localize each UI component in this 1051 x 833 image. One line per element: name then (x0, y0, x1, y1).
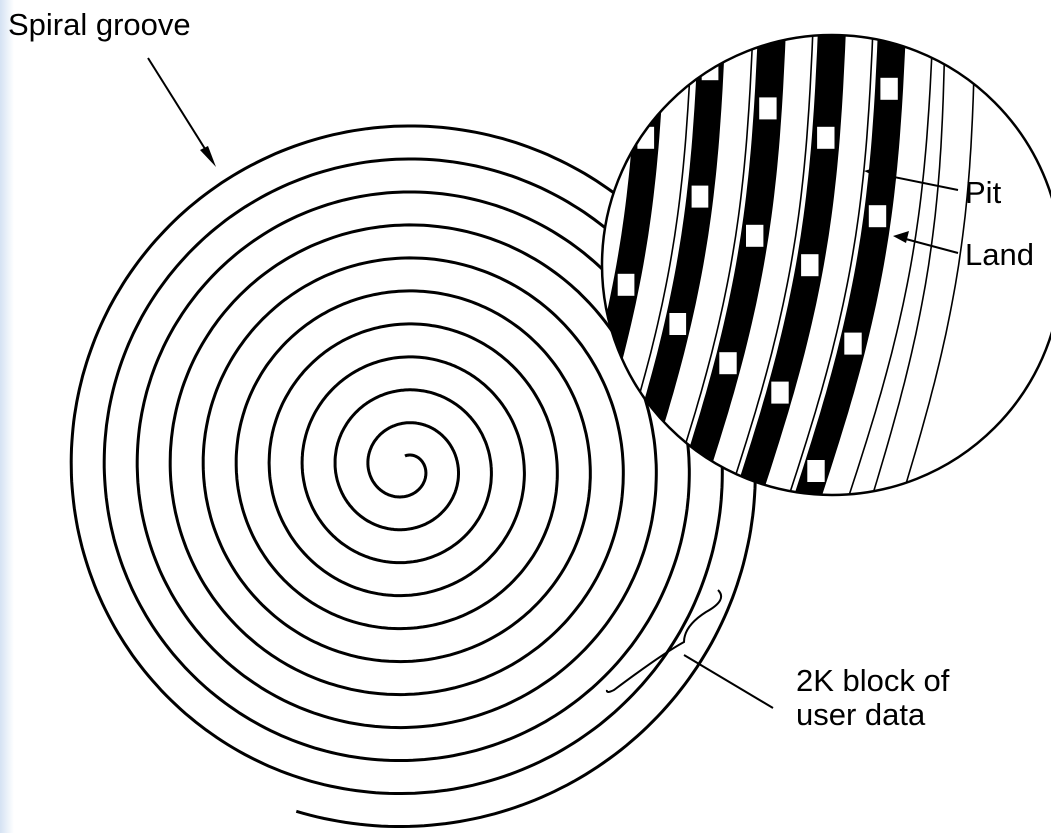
pit-mark (817, 126, 835, 149)
groove-track (726, 35, 846, 495)
data-block-label-line2: user data (796, 697, 926, 732)
pit-leader-line (873, 172, 959, 191)
land-label: Land (965, 237, 1034, 272)
pit-mark (746, 224, 764, 247)
groove-track (786, 35, 906, 495)
pit-mark (719, 352, 737, 375)
pit-mark (617, 273, 635, 296)
pit-arrowhead (864, 166, 881, 178)
land-leader-line (901, 237, 959, 254)
background-edge-tint (0, 0, 14, 833)
pit-mark (759, 97, 777, 120)
pit-mark (684, 469, 702, 492)
data-block-label-line1: 2K block of (796, 663, 950, 698)
groove-track (606, 35, 726, 495)
data-block-bracket (605, 589, 722, 693)
callout-lines (147, 57, 959, 709)
pit-mark (691, 185, 709, 208)
data-block-leader-line (683, 654, 774, 709)
pit-mark (771, 381, 789, 404)
pit-mark (868, 205, 887, 228)
pit-mark (630, 450, 648, 473)
pit-mark (807, 460, 825, 482)
land-arrowhead (893, 231, 909, 243)
pit-mark (801, 254, 819, 277)
spiral-groove-leader-line (147, 57, 213, 161)
pit-label: Pit (965, 175, 1002, 210)
pit-mark (669, 313, 687, 335)
pit-mark (844, 332, 862, 355)
pit-mark (880, 77, 898, 100)
land-strip (863, 35, 976, 495)
spiral-groove-disc (69, 124, 757, 828)
spiral-groove-arrowhead (200, 146, 216, 167)
groove-track (602, 35, 666, 495)
groove-track (666, 35, 786, 495)
spiral-groove-path (69, 124, 757, 828)
magnifier-circle-outline (600, 33, 1051, 497)
data-block-label: 2K block of user data (796, 664, 949, 732)
spiral-groove-label: Spiral groove (8, 7, 191, 42)
